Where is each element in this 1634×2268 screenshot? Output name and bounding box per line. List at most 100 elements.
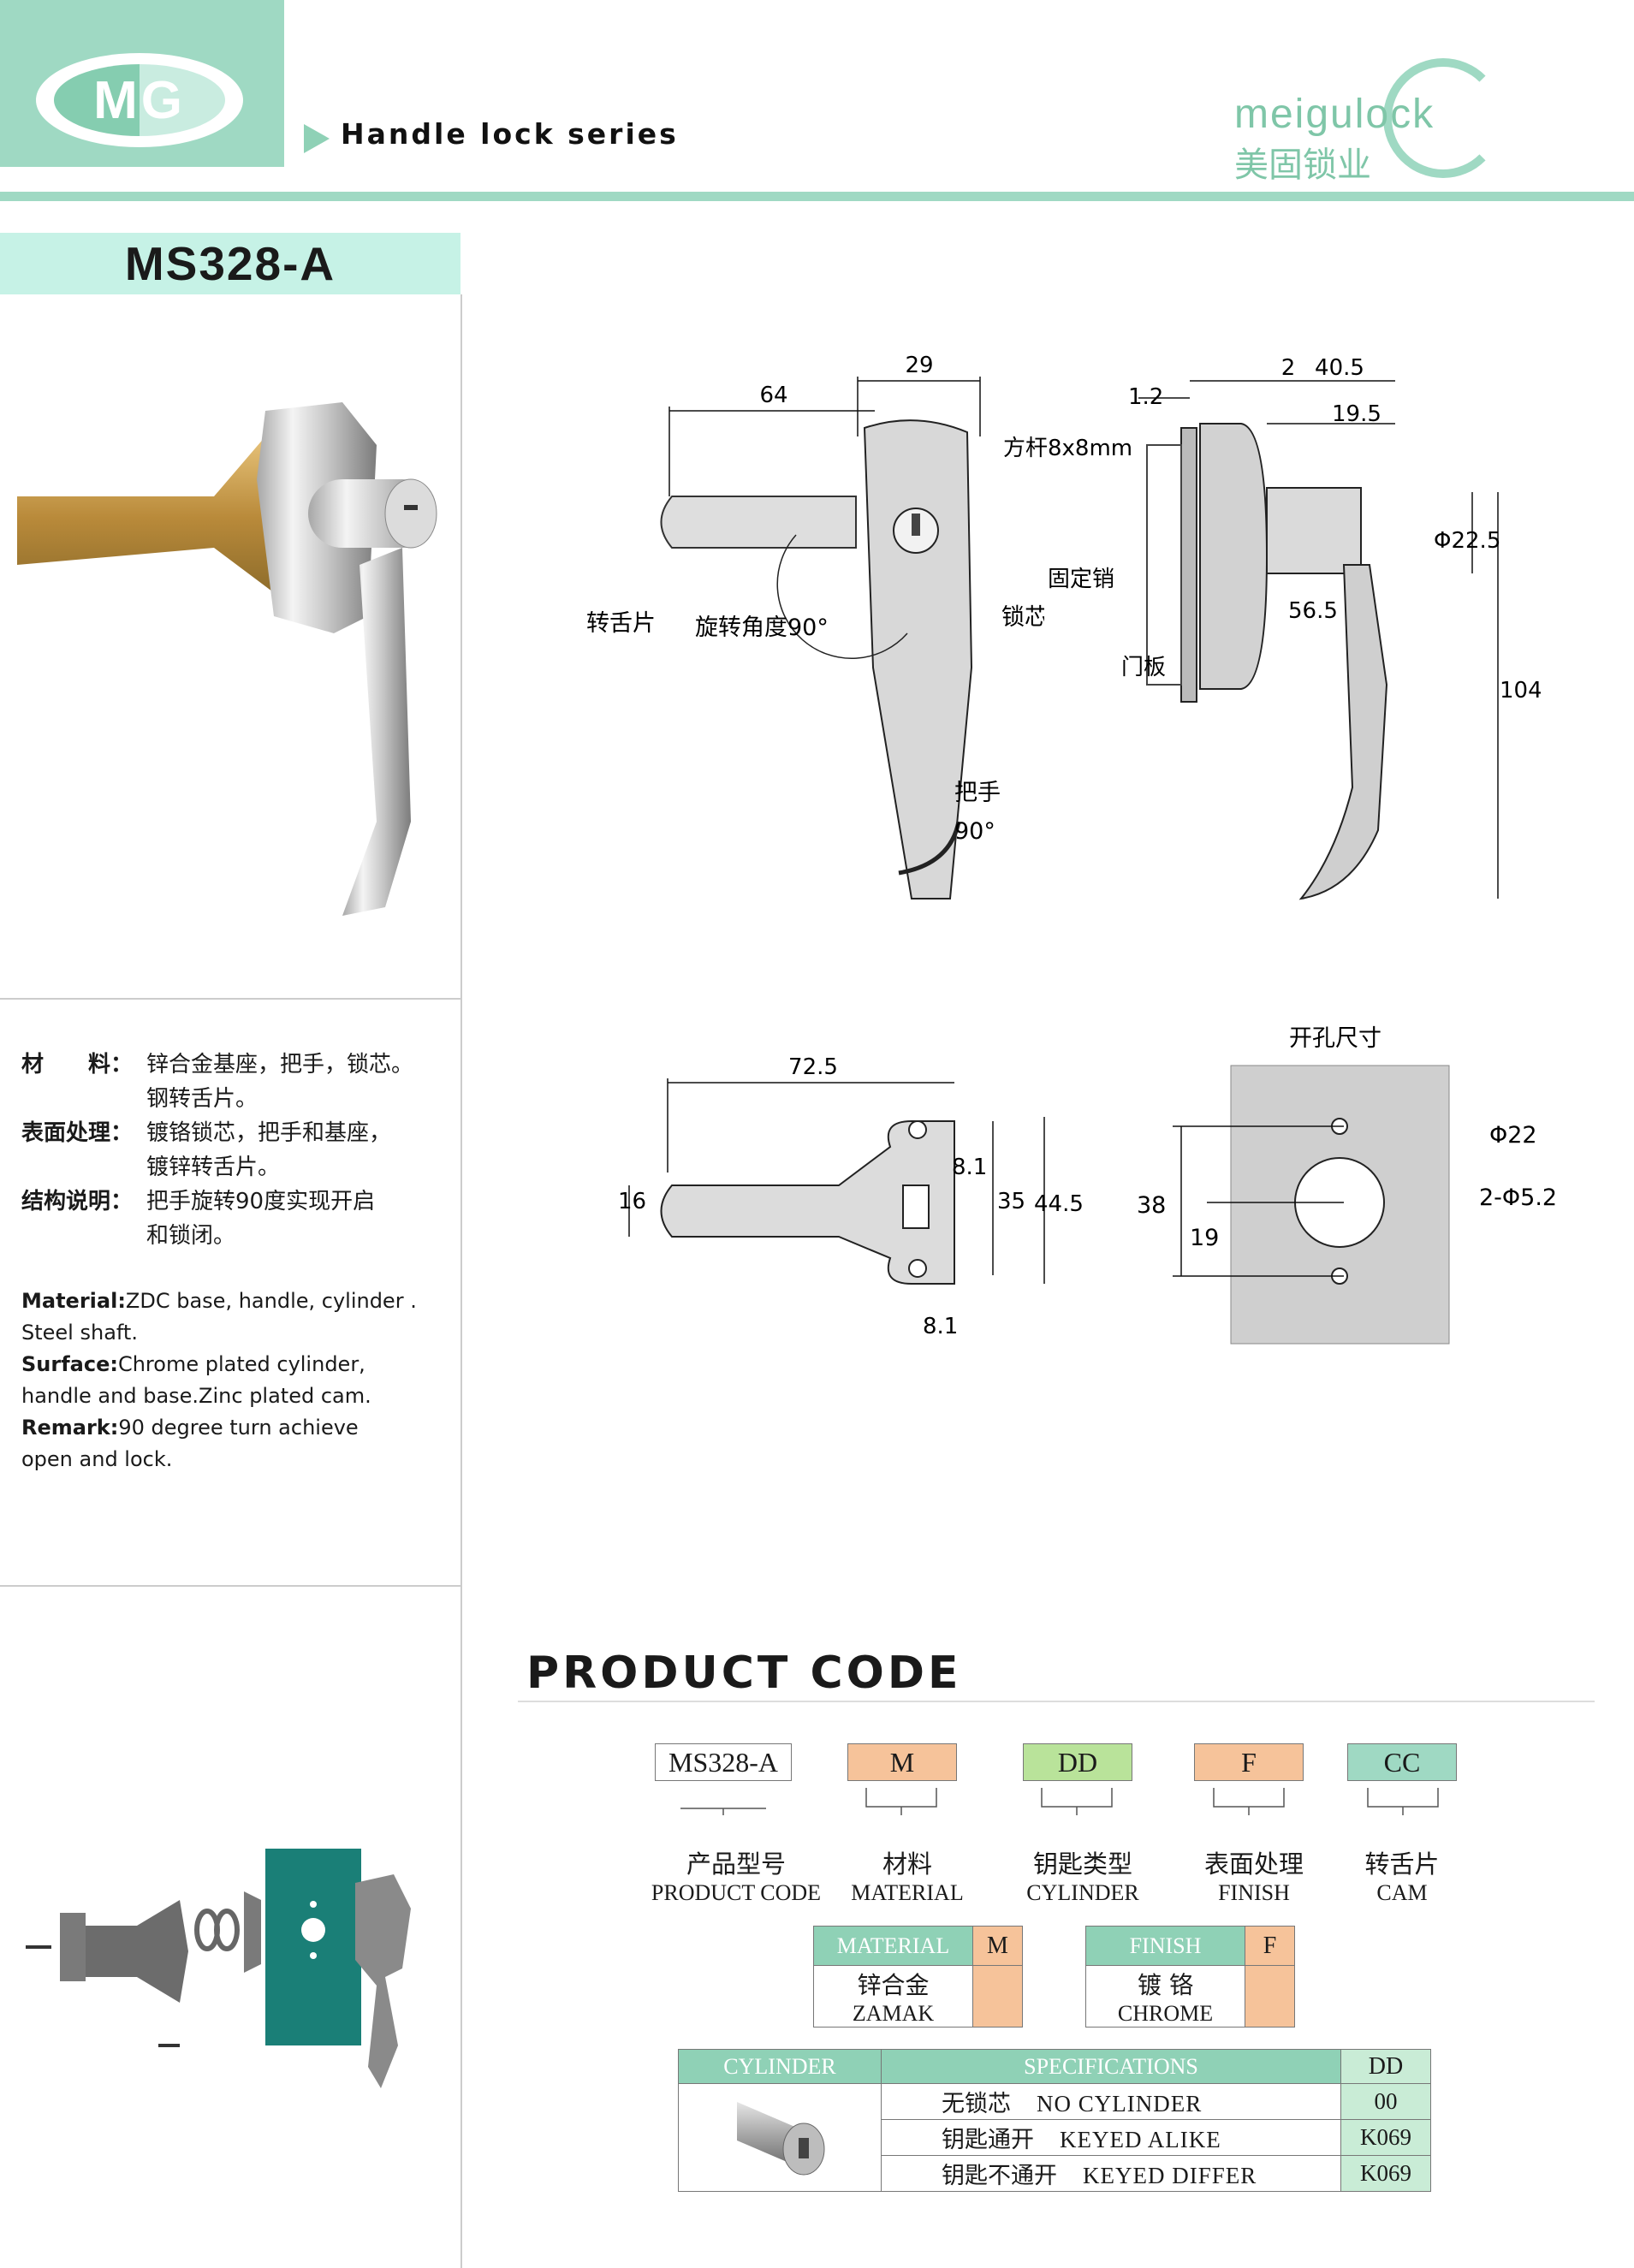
dim-29: 29 (905, 353, 933, 378)
column-divider (460, 294, 462, 2268)
code-legend-model: 产品型号 PRODUCT CODE (651, 1849, 822, 1905)
dia-22: Φ22 (1489, 1122, 1537, 1149)
keyway-icon (799, 2137, 809, 2158)
spec-key: 材 料： (21, 1052, 134, 1078)
material-table: MATERIAL M 锌合金 ZAMAK (813, 1926, 1023, 2028)
label-door: 门板 (1121, 655, 1166, 680)
material-key: Material: (21, 1289, 126, 1313)
holes-label: 2-Φ5.2 (1479, 1184, 1557, 1211)
surface-key: Surface: (21, 1352, 118, 1376)
cylinder-side (1266, 487, 1362, 574)
cutout-title: 开孔尺寸 (1289, 1025, 1381, 1052)
finish-header: FINISH (1085, 1926, 1245, 1966)
dim-8-1-bottom: 8.1 (923, 1314, 958, 1339)
material-value-cn: 锌合金 (857, 1970, 930, 1999)
remark-val: 90 degree turn achieve (118, 1416, 359, 1440)
surface-val: Chrome plated cylinder, (117, 1352, 365, 1376)
code-box-finish: F (1194, 1743, 1304, 1781)
cam-square-hole (902, 1184, 930, 1229)
base-side (1199, 423, 1269, 690)
spec-key: 表面处理： (21, 1120, 134, 1146)
finish-table: FINISH F 镀 铬 CHROME (1085, 1926, 1295, 2028)
material-val-2: Steel shaft. (21, 1321, 138, 1345)
cylinder-code: K069 (1340, 2155, 1431, 2192)
specifications-header: SPECIFICATIONS (881, 2049, 1341, 2084)
label-shaft: 方杆8x8mm (1003, 436, 1132, 461)
triangle-arrow-icon (304, 124, 330, 153)
label-pin: 固定销 (1048, 567, 1114, 592)
cylinder-image-cell (678, 2083, 882, 2192)
dim-44-5: 44.5 (1034, 1191, 1084, 1217)
cam-photo (17, 436, 291, 599)
label-rotation: 旋转角度90° (695, 614, 829, 641)
keyhole-photo (384, 478, 437, 549)
dim-1-2: 1.2 (1128, 384, 1163, 410)
remark-val-2: open and lock. (21, 1447, 173, 1471)
keyway-icon (912, 514, 920, 536)
dim-19-5: 19.5 (1332, 401, 1381, 427)
brand-name-cn: 美固锁业 (1234, 145, 1371, 185)
door-panel (1180, 427, 1197, 703)
cylinder-code: 00 (1340, 2083, 1431, 2120)
surface-val-2: handle and base.Zinc plated cam. (21, 1384, 371, 1408)
product-photo (17, 402, 437, 916)
rotation-arc (776, 534, 908, 660)
material-code-cell (972, 1965, 1023, 2028)
dim-104-5: 104.5 (1500, 678, 1541, 704)
dim-19: 19 (1190, 1225, 1219, 1251)
header-divider (0, 192, 1634, 201)
spec-line: 和锁闭。 (146, 1223, 236, 1249)
handle-side (1298, 564, 1388, 900)
side-view-drawing: 2 40.5 1.2 19.5 方杆8x8mm Φ22.5 固定销 56.5 门… (1003, 355, 1541, 900)
handle-part (355, 1874, 411, 2088)
spec-line: 镀锌转舌片。 (146, 1155, 281, 1180)
spec-surface: 表面处理： 镀铬锁芯，把手和基座，镀锌转舌片。 (21, 1116, 463, 1184)
handle-photo (342, 548, 411, 916)
specs-en: Material:ZDC base, handle, cylinder . St… (21, 1285, 449, 1475)
finish-code: F (1245, 1926, 1295, 1966)
cylinder-photo (737, 2101, 825, 2175)
code-legend-cam: 转舌片 CAM (1364, 1849, 1440, 1905)
brand-name: meigulock (1234, 92, 1435, 137)
specs-cn: 材 料： 锌合金基座，把手，锁芯。钢转舌片。 表面处理： 镀铬锁芯，把手和基座，… (21, 1048, 463, 1253)
front-view-drawing: 64 29 转舌片 旋转角度90° 锁芯 把手 90° (586, 353, 1044, 899)
section-divider (0, 998, 460, 1000)
dim-35: 35 (997, 1189, 1025, 1214)
dim-72-5: 72.5 (788, 1054, 838, 1080)
cam-hole-bottom (908, 1259, 927, 1278)
product-code-title: PRODUCT CODE (526, 1648, 962, 1699)
section-divider (0, 1585, 460, 1587)
finish-value-cn: 镀 铬 (1138, 1970, 1193, 1999)
label-handle: 把手 (954, 780, 1001, 806)
code-legend-material: 材料 MATERIAL (851, 1849, 964, 1905)
remark-key: Remark: (21, 1416, 119, 1440)
cam-plate (660, 1120, 955, 1285)
code-box-cylinder: DD (1023, 1743, 1132, 1781)
material-value-en: ZAMAK (852, 2000, 935, 2026)
cutout-drawing: 开孔尺寸 Φ22 2-Φ5.2 38 19 (1138, 1025, 1557, 1345)
brand-ring-icon (1383, 58, 1503, 178)
dim-40-5: 40.5 (1315, 355, 1364, 381)
mg-logo-text: MG (54, 64, 225, 136)
dim-38: 38 (1138, 1192, 1166, 1219)
series-title: Handle lock series (341, 117, 679, 151)
handle-shape (863, 419, 973, 899)
code-brackets (680, 1788, 1439, 1815)
dim-2: 2 (1281, 355, 1296, 381)
dim-8-1-top: 8.1 (952, 1155, 987, 1180)
cam-part (77, 1900, 188, 2003)
turn-arrow-icon (898, 821, 961, 876)
material-header: MATERIAL (813, 1926, 973, 1966)
dim-16: 16 (618, 1189, 646, 1214)
model-title: MS328-A (124, 237, 336, 290)
dim-64: 64 (759, 383, 787, 408)
spec-line: 锌合金基座，把手，锁芯。 (146, 1052, 414, 1078)
spec-material: 材 料： 锌合金基座，把手，锁芯。钢转舌片。 (21, 1048, 463, 1116)
spec-key: 结构说明： (21, 1189, 134, 1214)
code-box-material: M (847, 1743, 957, 1781)
cam-shape (660, 496, 857, 549)
label-cam: 转舌片 (586, 610, 656, 637)
cam-hole-top (908, 1120, 927, 1139)
